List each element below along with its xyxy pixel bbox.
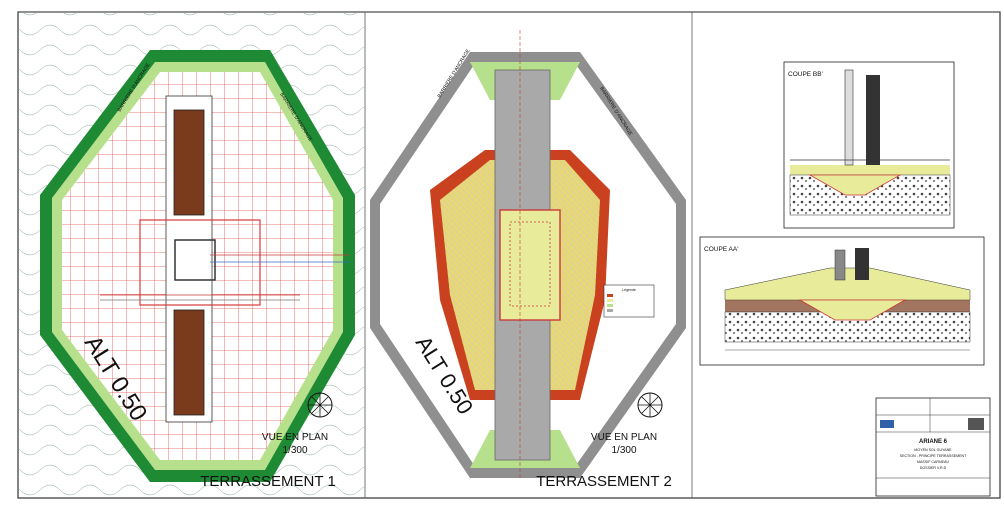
cartouche-line-1: MOYEN SOL GUYANE — [914, 448, 952, 452]
legend-title: Légende — [622, 288, 636, 292]
launcher-silhouette — [844, 69, 854, 166]
launch-pad-zone — [499, 209, 561, 321]
scale-label: 1/300 — [282, 445, 307, 456]
section-bb-title: COUPE BB' — [788, 71, 823, 78]
panel-terrassement-2: Légende BARRIERE D'ANCRAGE BARRIERE D'AN… — [370, 30, 686, 490]
agency-logo-icon — [880, 420, 894, 428]
section-bb: COUPE BB' — [783, 61, 955, 229]
emblem-icon — [968, 418, 984, 430]
view-title: VUE EN PLAN — [262, 432, 328, 443]
cartouche-line-4: DOSSIER V.R.D — [920, 466, 947, 470]
cartouche-line-3: MASSIF CARNEAU — [917, 460, 949, 464]
project-name: ARIANE 6 — [919, 439, 948, 445]
panel-title: TERRASSEMENT 1 — [200, 473, 336, 490]
launch-pad-zone — [139, 219, 261, 306]
section-aa-title: COUPE AA' — [704, 246, 738, 253]
panel-terrassement-1: BARRIERE D'ANCRAGE BARRIERE D'ANCRAGE AL… — [19, 13, 364, 497]
cartouche-line-2: SECTION - PRINCIPE TERRASSEMENT — [900, 454, 967, 458]
title-block: ARIANE 6 MOYEN SOL GUYANE SECTION - PRIN… — [875, 397, 991, 497]
north-arrow-icon — [637, 392, 663, 418]
legend-box: Légende — [603, 284, 655, 318]
view-title: VUE EN PLAN — [591, 432, 657, 443]
scale-label: 1/300 — [611, 445, 636, 456]
service-tower — [866, 75, 880, 165]
north-arrow-icon — [307, 392, 333, 418]
panel-title: TERRASSEMENT 2 — [536, 473, 672, 490]
section-aa: COUPE AA' — [699, 236, 985, 366]
